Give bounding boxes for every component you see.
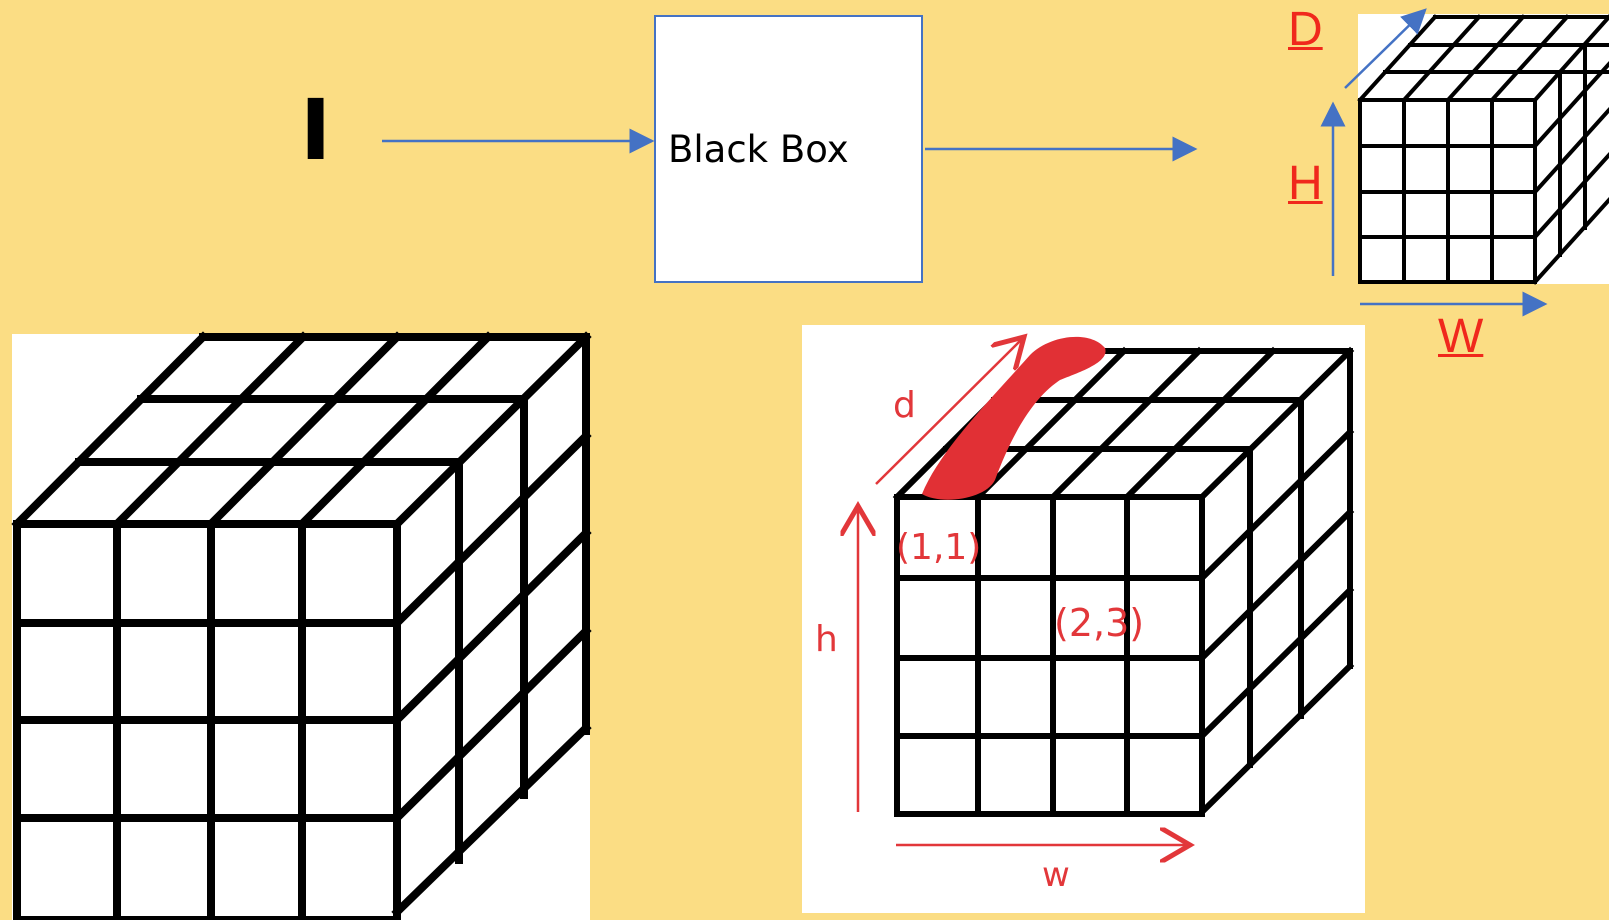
black-box-label: Black Box — [668, 128, 849, 171]
annotated-height-label: h — [815, 619, 838, 660]
depth-arrow-handdrawn — [875, 337, 1024, 485]
output-depth-label: D — [1288, 3, 1323, 56]
annotated-width-label: w — [1042, 855, 1070, 895]
output-cube — [1320, 8, 1609, 317]
depth-arrow — [1344, 8, 1427, 89]
highlight-stroke — [922, 336, 1106, 500]
black-box — [654, 15, 923, 283]
large-cube — [11, 331, 592, 920]
input-label: I — [300, 81, 332, 179]
cell-label-second: (2,3) — [1054, 601, 1145, 645]
annotated-depth-label: d — [893, 385, 916, 426]
cell-label-first: (1,1) — [896, 527, 982, 568]
annotated-cube — [802, 325, 1365, 913]
output-height-label: H — [1288, 157, 1323, 210]
output-width-label: W — [1438, 310, 1484, 363]
